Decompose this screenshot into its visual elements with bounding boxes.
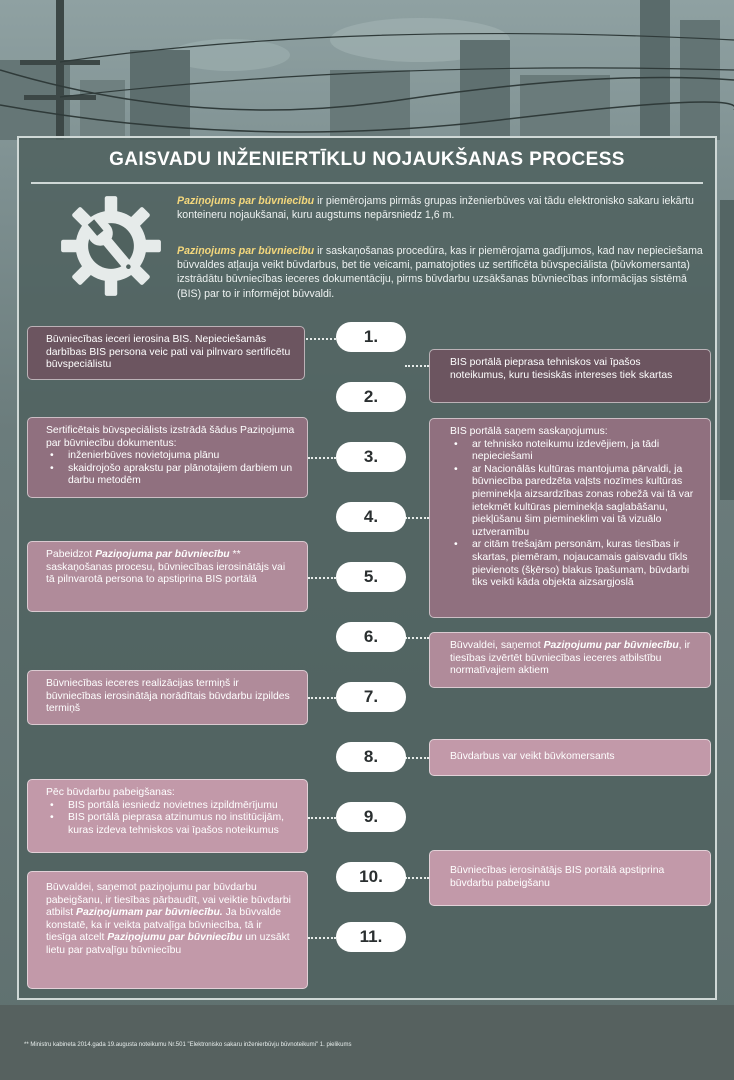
step-3-list: inženierbūves novietojuma plānu skaidroj… [46,450,295,488]
step-4-list: ar tehnisko noteikumu izdevējiem, ja tād… [450,439,698,590]
list-item: inženierbūves novietojuma plānu [46,450,295,463]
step-2-box: BIS portālā pieprasa tehniskos vai īpašo… [429,349,711,403]
step-1-box: Būvniecības ieceri ierosina BIS. Nepieci… [27,326,305,380]
list-item: BIS portālā pieprasa atzinumus no instit… [46,812,295,837]
step-6-bold: Paziņojumu par būvniecību [543,640,679,651]
step-number-2: 2. [336,382,406,412]
step-11-text-b: Ja būvvalde konstatē, ka ir veikta patva… [46,907,282,944]
step-number-4: 4. [336,502,406,532]
step-number-11: 11. [336,922,406,952]
gear-wrench-icon [61,196,161,296]
step-number-9: 9. [336,802,406,832]
connector-7 [308,697,336,699]
step-3-box: Sertificētais būvspeciālists izstrādā šā… [27,417,308,498]
step-4-intro: BIS portālā saņem saskaņojumus: [450,426,608,437]
connector-2 [405,365,429,367]
intro-2-highlight: Paziņojums par būvniecību [177,245,315,257]
list-item: ar tehnisko noteikumu izdevējiem, ja tād… [450,439,698,464]
connector-5 [308,577,336,579]
connector-11 [308,937,336,939]
step-10-box: Būvniecības ierosinātājs BIS portālā aps… [429,850,711,906]
intro-paragraph-2: Paziņojums par būvniecību ir saskaņošana… [177,244,707,301]
step-5-box: Pabeidzot Paziņojuma par būvniecību ** s… [27,541,308,612]
step-11-box: Būvvaldei, saņemot paziņojumu par būvdar… [27,871,308,989]
step-9-intro: Pēc būvdarbu pabeigšanas: [46,787,175,798]
step-5-text-b: ** saskaņošanas procesu, būvniecības ier… [46,549,286,586]
intro-1-text: ir piemērojams pirmās grupas inženierbūv… [177,195,694,222]
step-number-10: 10. [336,862,406,892]
intro-1-highlight: Paziņojums par būvniecību [177,195,315,207]
connector-6 [405,637,429,639]
step-6-box: Būvvaldei, saņemot Paziņojumu par būvnie… [429,632,711,688]
step-7-box: Būvniecības ieceres realizācijas termiņš… [27,670,308,725]
step-5-bold: Paziņojuma par būvniecību [95,549,230,560]
list-item: ar Nacionālās kultūras mantojuma pārvald… [450,464,698,540]
step-11-bold-b: Paziņojumu par būvniecību [107,932,243,944]
connector-8 [405,757,429,759]
step-number-3: 3. [336,442,406,472]
footnote: ** Ministru kabineta 2014.gada 19.august… [24,1042,352,1048]
step-11-bold-a: Paziņojumam par būvniecību. [76,907,223,919]
step-6-text-b: , ir tiesības izvērtēt būvniecības iecer… [450,640,691,677]
step-5-text-a: Pabeidzot [46,549,96,560]
list-item: skaidrojošo aprakstu par plānotajiem dar… [46,463,295,488]
step-4-box: BIS portālā saņem saskaņojumus: ar tehni… [429,418,711,618]
connector-10 [405,877,429,879]
intro-paragraph-1: Paziņojums par būvniecību ir piemērojams… [177,194,707,222]
connector-3 [308,457,336,459]
connector-4 [405,517,429,519]
step-3-intro: Sertificētais būvspeciālists izstrādā šā… [46,425,295,449]
step-9-box: Pēc būvdarbu pabeigšanas: BIS portālā ie… [27,779,308,853]
step-9-list: BIS portālā iesniedz novietnes izpildmēr… [46,800,295,838]
page-title: GAISVADU INŽENIERTĪKLU NOJAUKŠANAS PROCE… [109,149,625,170]
connector-1 [306,338,336,340]
connector-9 [308,817,336,819]
title-divider [31,182,703,184]
step-number-6: 6. [336,622,406,652]
step-number-8: 8. [336,742,406,772]
step-number-1: 1. [336,322,406,352]
step-number-5: 5. [336,562,406,592]
list-item: ar citām trešajām personām, kuras tiesīb… [450,539,698,589]
step-11-text-c: un uzsākt lietu par patvaļīgu būvniecību [46,932,290,956]
list-item: BIS portālā iesniedz novietnes izpildmēr… [46,800,295,813]
step-11-text-a: Būvvaldei, saņemot paziņojumu par būvdar… [46,882,291,919]
step-6-text-a: Būvvaldei, saņemot [450,640,544,651]
step-8-box: Būvdarbus var veikt būvkomersants [429,739,711,776]
intro-2-text: ir saskaņošanas procedūra, kas ir piemēr… [177,245,703,300]
step-number-7: 7. [336,682,406,712]
